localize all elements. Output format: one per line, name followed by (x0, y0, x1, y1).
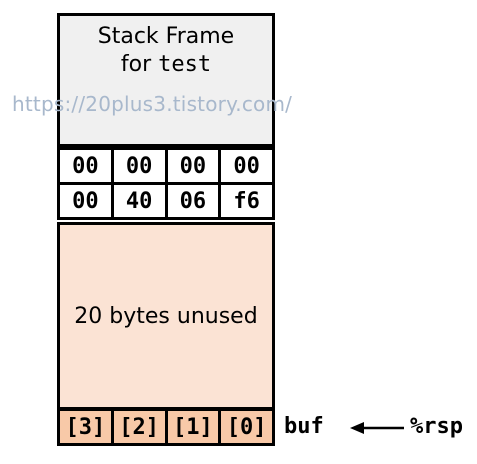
stack-frame-subtitle-prefix: for (120, 52, 152, 77)
byte-cell: 00 (110, 147, 168, 185)
byte-cell: 06 (164, 182, 222, 220)
unused-bytes-label: 20 bytes unused (74, 303, 258, 329)
byte-cell: 00 (218, 147, 275, 185)
buf-cell: [0] (218, 408, 275, 446)
unused-bytes-region: 20 bytes unused (57, 222, 275, 410)
byte-cell: 40 (110, 182, 168, 220)
byte-cell: f6 (218, 182, 275, 220)
byte-row-1: 00 00 00 00 (57, 147, 275, 185)
buf-cell: [1] (164, 408, 222, 446)
function-name: test (158, 52, 212, 77)
byte-cell: 00 (164, 147, 222, 185)
buf-cell: [3] (57, 408, 114, 446)
rsp-register-label: %rsp (410, 414, 463, 439)
byte-cell: 00 (57, 182, 114, 220)
byte-cell: 00 (57, 147, 114, 185)
watermark-url: https://20plus3.tistory.com/ (12, 92, 293, 116)
byte-row-2: 00 40 06 f6 (57, 182, 275, 220)
stack-frame-box: Stack Frame for test (57, 13, 275, 147)
buf-row: [3] [2] [1] [0] (57, 408, 275, 446)
stack-frame-subtitle: for test (60, 50, 272, 80)
buf-cell: [2] (110, 408, 168, 446)
stack-frame-title: Stack Frame (97, 24, 235, 49)
left-arrow-icon (350, 422, 404, 434)
buf-label: buf (284, 414, 324, 439)
